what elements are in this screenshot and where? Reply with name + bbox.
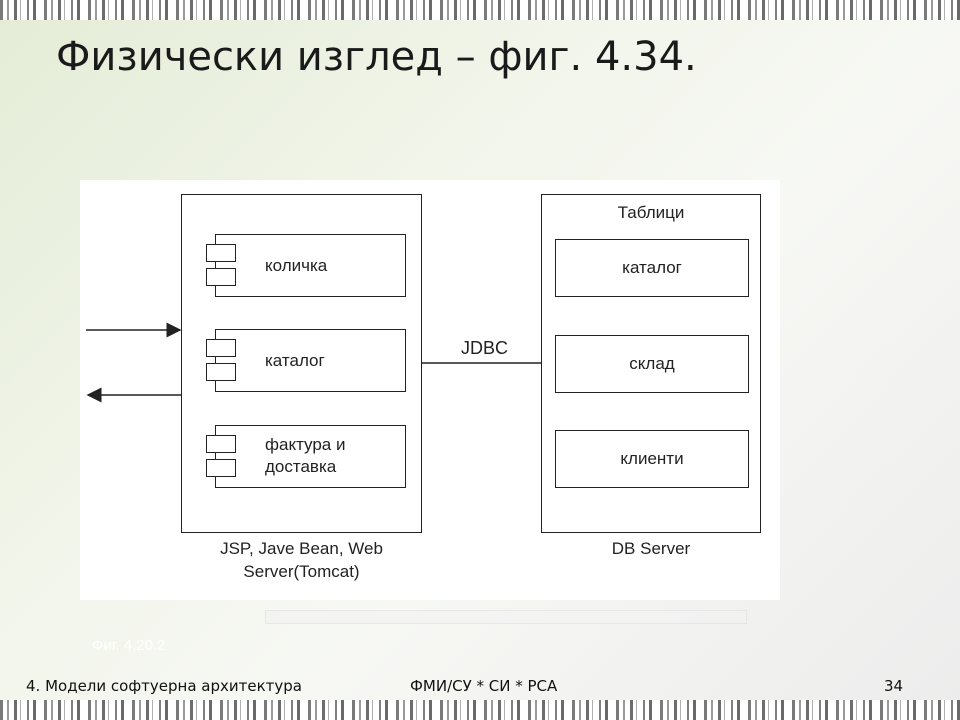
component-port-icon [206,244,236,262]
tables-title: Таблици [617,203,685,222]
web-server-node: количка каталог фактура и доставка [181,194,422,533]
db-server-node: Таблици каталог склад клиенти [541,194,761,533]
component-port-icon [206,339,236,357]
footer-center-info: ФМИ/СУ * СИ * РСА [410,677,558,695]
table-catalog: каталог [555,239,749,297]
db-server-caption: DB Server [611,539,691,558]
component-invoice-delivery: фактура и доставка [206,425,406,488]
table-warehouse: склад [555,335,749,393]
component-cart: количка [206,234,406,297]
component-catalog: каталог [206,329,406,392]
table-label-warehouse: склад [629,354,675,373]
component-label-invoice-line1: фактура и [265,435,346,454]
web-server-caption: JSP, Jave Bean, Web Server(Tomcat) [181,537,422,583]
web-server-caption-line2: Server(Tomcat) [243,562,360,581]
component-port-icon [206,435,236,453]
connectors-layer [86,322,541,403]
component-label-invoice-line2: доставка [265,457,337,476]
footer-page-number: 34 [884,677,904,695]
table-label-clients: клиенти [620,449,684,468]
jdbc-label: JDBC [461,338,509,358]
table-label-catalog: каталог [622,258,682,277]
component-label-catalog: каталог [265,351,325,370]
component-label-cart: количка [265,256,328,275]
page-title: Физически изглед – фиг. 4.34. [56,34,697,80]
component-port-icon [206,459,236,477]
top-decorative-barcode [0,0,960,20]
web-server-caption-line1: JSP, Jave Bean, Web [220,539,383,558]
figure-reference: Фиг. 4.20.2 [92,637,166,654]
bottom-decorative-barcode [0,700,960,720]
physical-view-diagram: количка каталог фактура и доставка JSP, … [80,180,780,600]
component-port-icon [206,268,236,286]
table-clients: клиенти [555,430,749,488]
footer-course-title: 4. Модели софтуерна архитектура [26,677,302,695]
component-port-icon [206,363,236,381]
